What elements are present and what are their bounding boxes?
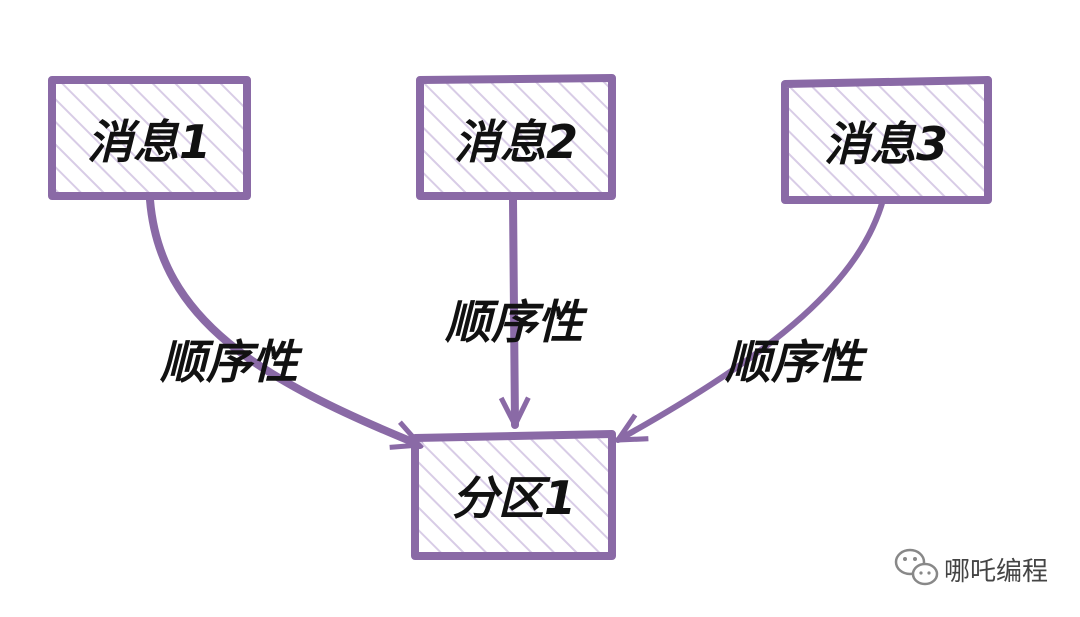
wechat-icon: [894, 548, 939, 586]
node-message-3-label: 消息3: [824, 117, 948, 171]
edge-center: 顺序性: [444, 196, 588, 429]
edge-left-arrow: [146, 196, 424, 450]
edge-left: 顺序性: [146, 196, 424, 450]
edge-center-label: 顺序性: [444, 295, 588, 349]
node-message-1: 消息1: [48, 76, 251, 200]
node-partition-1-label: 分区1: [452, 471, 576, 525]
node-message-2: 消息2: [416, 74, 616, 200]
watermark: 哪吒编程: [894, 548, 1048, 587]
edge-left-label: 顺序性: [159, 335, 303, 389]
edge-right: 顺序性: [615, 197, 886, 443]
edge-center-arrow: [498, 196, 531, 429]
node-message-3: 消息3: [781, 76, 992, 204]
node-message-2-label: 消息2: [454, 115, 578, 169]
edge-right-label: 顺序性: [724, 335, 868, 389]
edge-right-arrow: [615, 197, 886, 443]
node-partition-1: 分区1: [411, 430, 616, 560]
watermark-text: 哪吒编程: [944, 557, 1048, 587]
node-message-1-label: 消息1: [87, 115, 211, 169]
